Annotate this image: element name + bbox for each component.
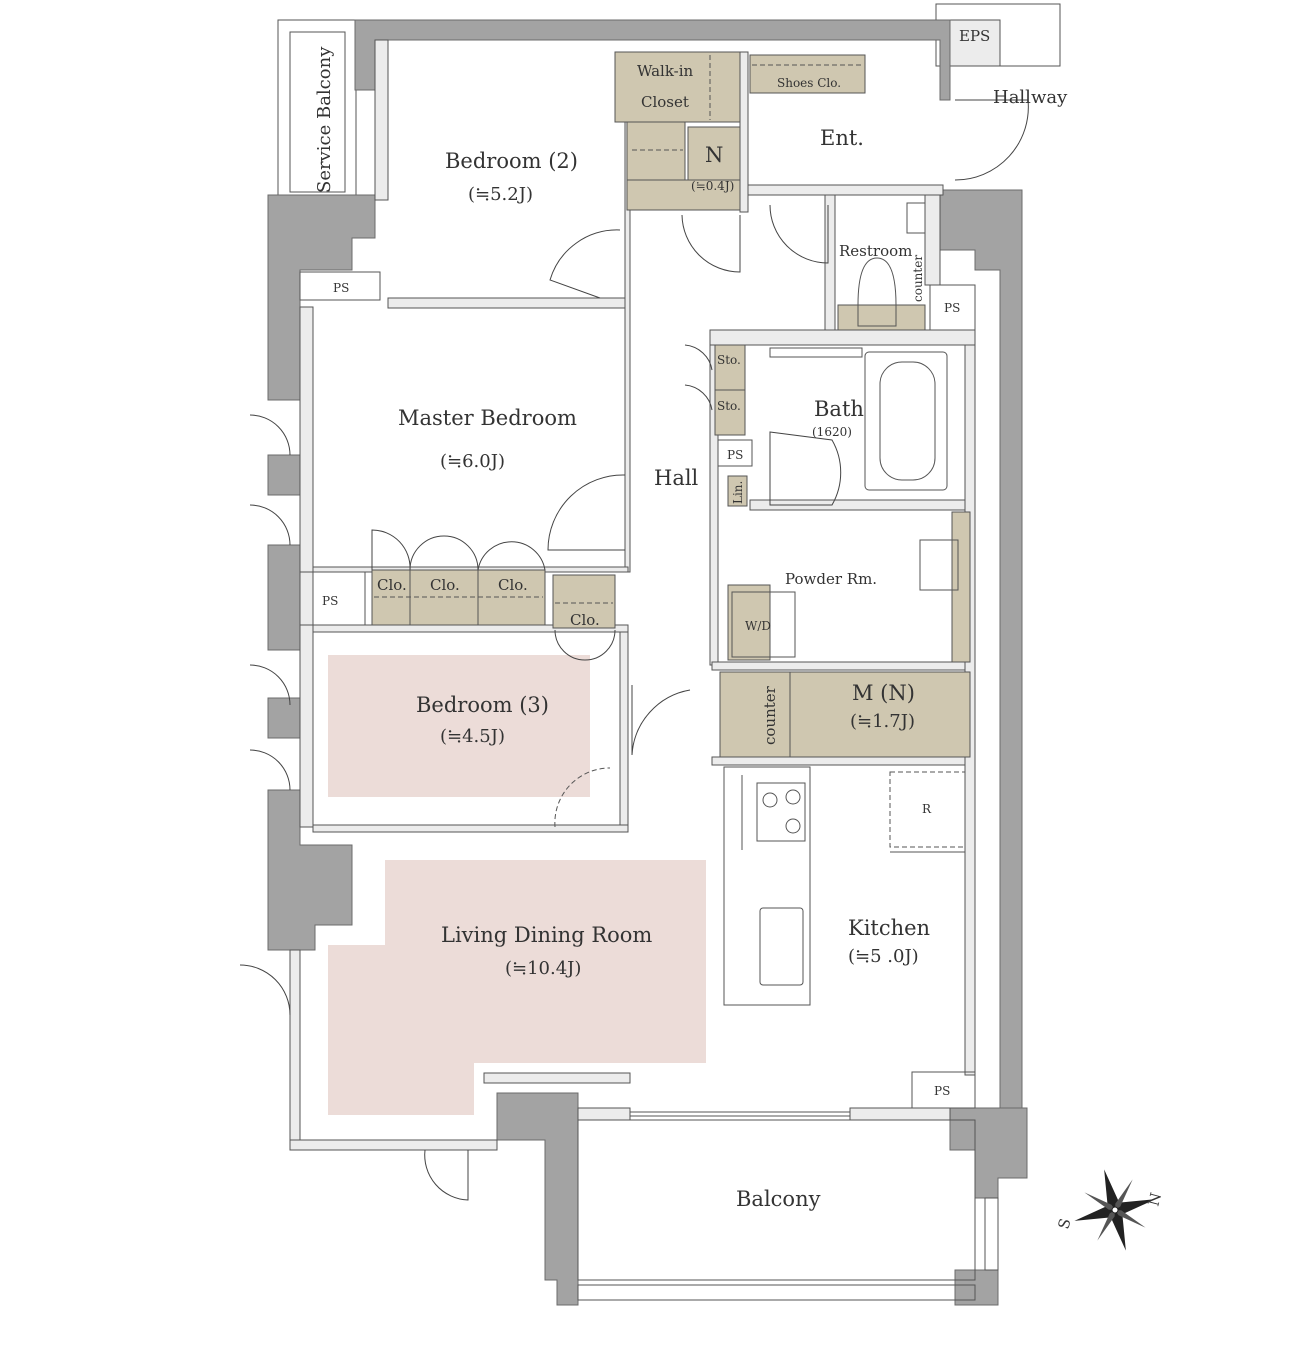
sto-label: Sto. [717,353,741,367]
mn-label: M (N) [852,681,915,705]
storage [371,51,971,758]
balcony-area [577,1119,976,1281]
bedroom3-highlight [328,655,590,797]
wd-label: W/D [745,619,771,633]
kitchen-label: Kitchen [848,916,930,940]
living-size: (≒10.4J) [505,958,581,979]
restroom-counter-label: counter [911,255,925,302]
walkin-label: Walk-in [637,62,694,80]
sink [759,907,804,986]
entrance-label: Ent. [820,126,864,150]
exterior-walls [267,19,1028,1306]
ps-label: PS [322,594,338,608]
eps-label: EPS [959,27,990,45]
mn-counter-label: counter [761,685,779,745]
fridge-label: R [922,802,932,816]
fixtures [723,202,966,1006]
bathtub [864,351,948,491]
stove [756,782,806,842]
ps-label: PS [333,281,349,295]
closet-label: Clo. [570,611,600,629]
hallway-label: Hallway [993,87,1068,108]
restroom-label: Restroom [839,242,912,260]
master-bedroom-size: (≒6.0J) [440,451,505,472]
living-highlight [328,860,706,1115]
powder-room-label: Powder Rm. [785,570,877,588]
mn-size: (≒1.7J) [850,711,915,732]
compass-north: N [1144,1191,1165,1208]
ps-label: PS [727,448,743,462]
kitchen-size: (≒5 .0J) [848,946,919,967]
bath-size: (1620) [812,425,852,439]
sto-label: Sto. [717,399,741,413]
hall-label: Hall [654,466,699,490]
n-closet-size: (≒0.4J) [691,179,734,193]
closet-label: Clo. [377,576,407,594]
ps-label: PS [934,1084,950,1098]
closet-label: Clo. [498,576,528,594]
compass-south: S [1054,1216,1074,1231]
closet-label: Clo. [430,576,460,594]
living-label: Living Dining Room [441,923,652,947]
balcony-label: Balcony [736,1187,821,1211]
lin-label: Lin. [731,481,745,504]
bedroom3-size: (≒4.5J) [440,726,505,747]
doors [239,99,1029,1201]
n-closet-label: N [705,143,723,167]
shoes-label: Shoes Clo. [777,76,841,90]
bedroom3-label: Bedroom (3) [416,693,549,717]
master-bedroom-label: Master Bedroom [398,406,577,430]
compass-icon [1074,1169,1156,1251]
fridge-space [889,771,966,848]
bath-label: Bath [814,397,864,421]
kitchen-counter [723,766,811,1006]
bedroom2-size: (≒5.2J) [468,184,533,205]
service-balcony-label: Service Balcony [314,46,335,193]
ps-label: PS [944,301,960,315]
bedroom2-label: Bedroom (2) [445,149,578,173]
walkin-label-2: Closet [641,93,689,111]
